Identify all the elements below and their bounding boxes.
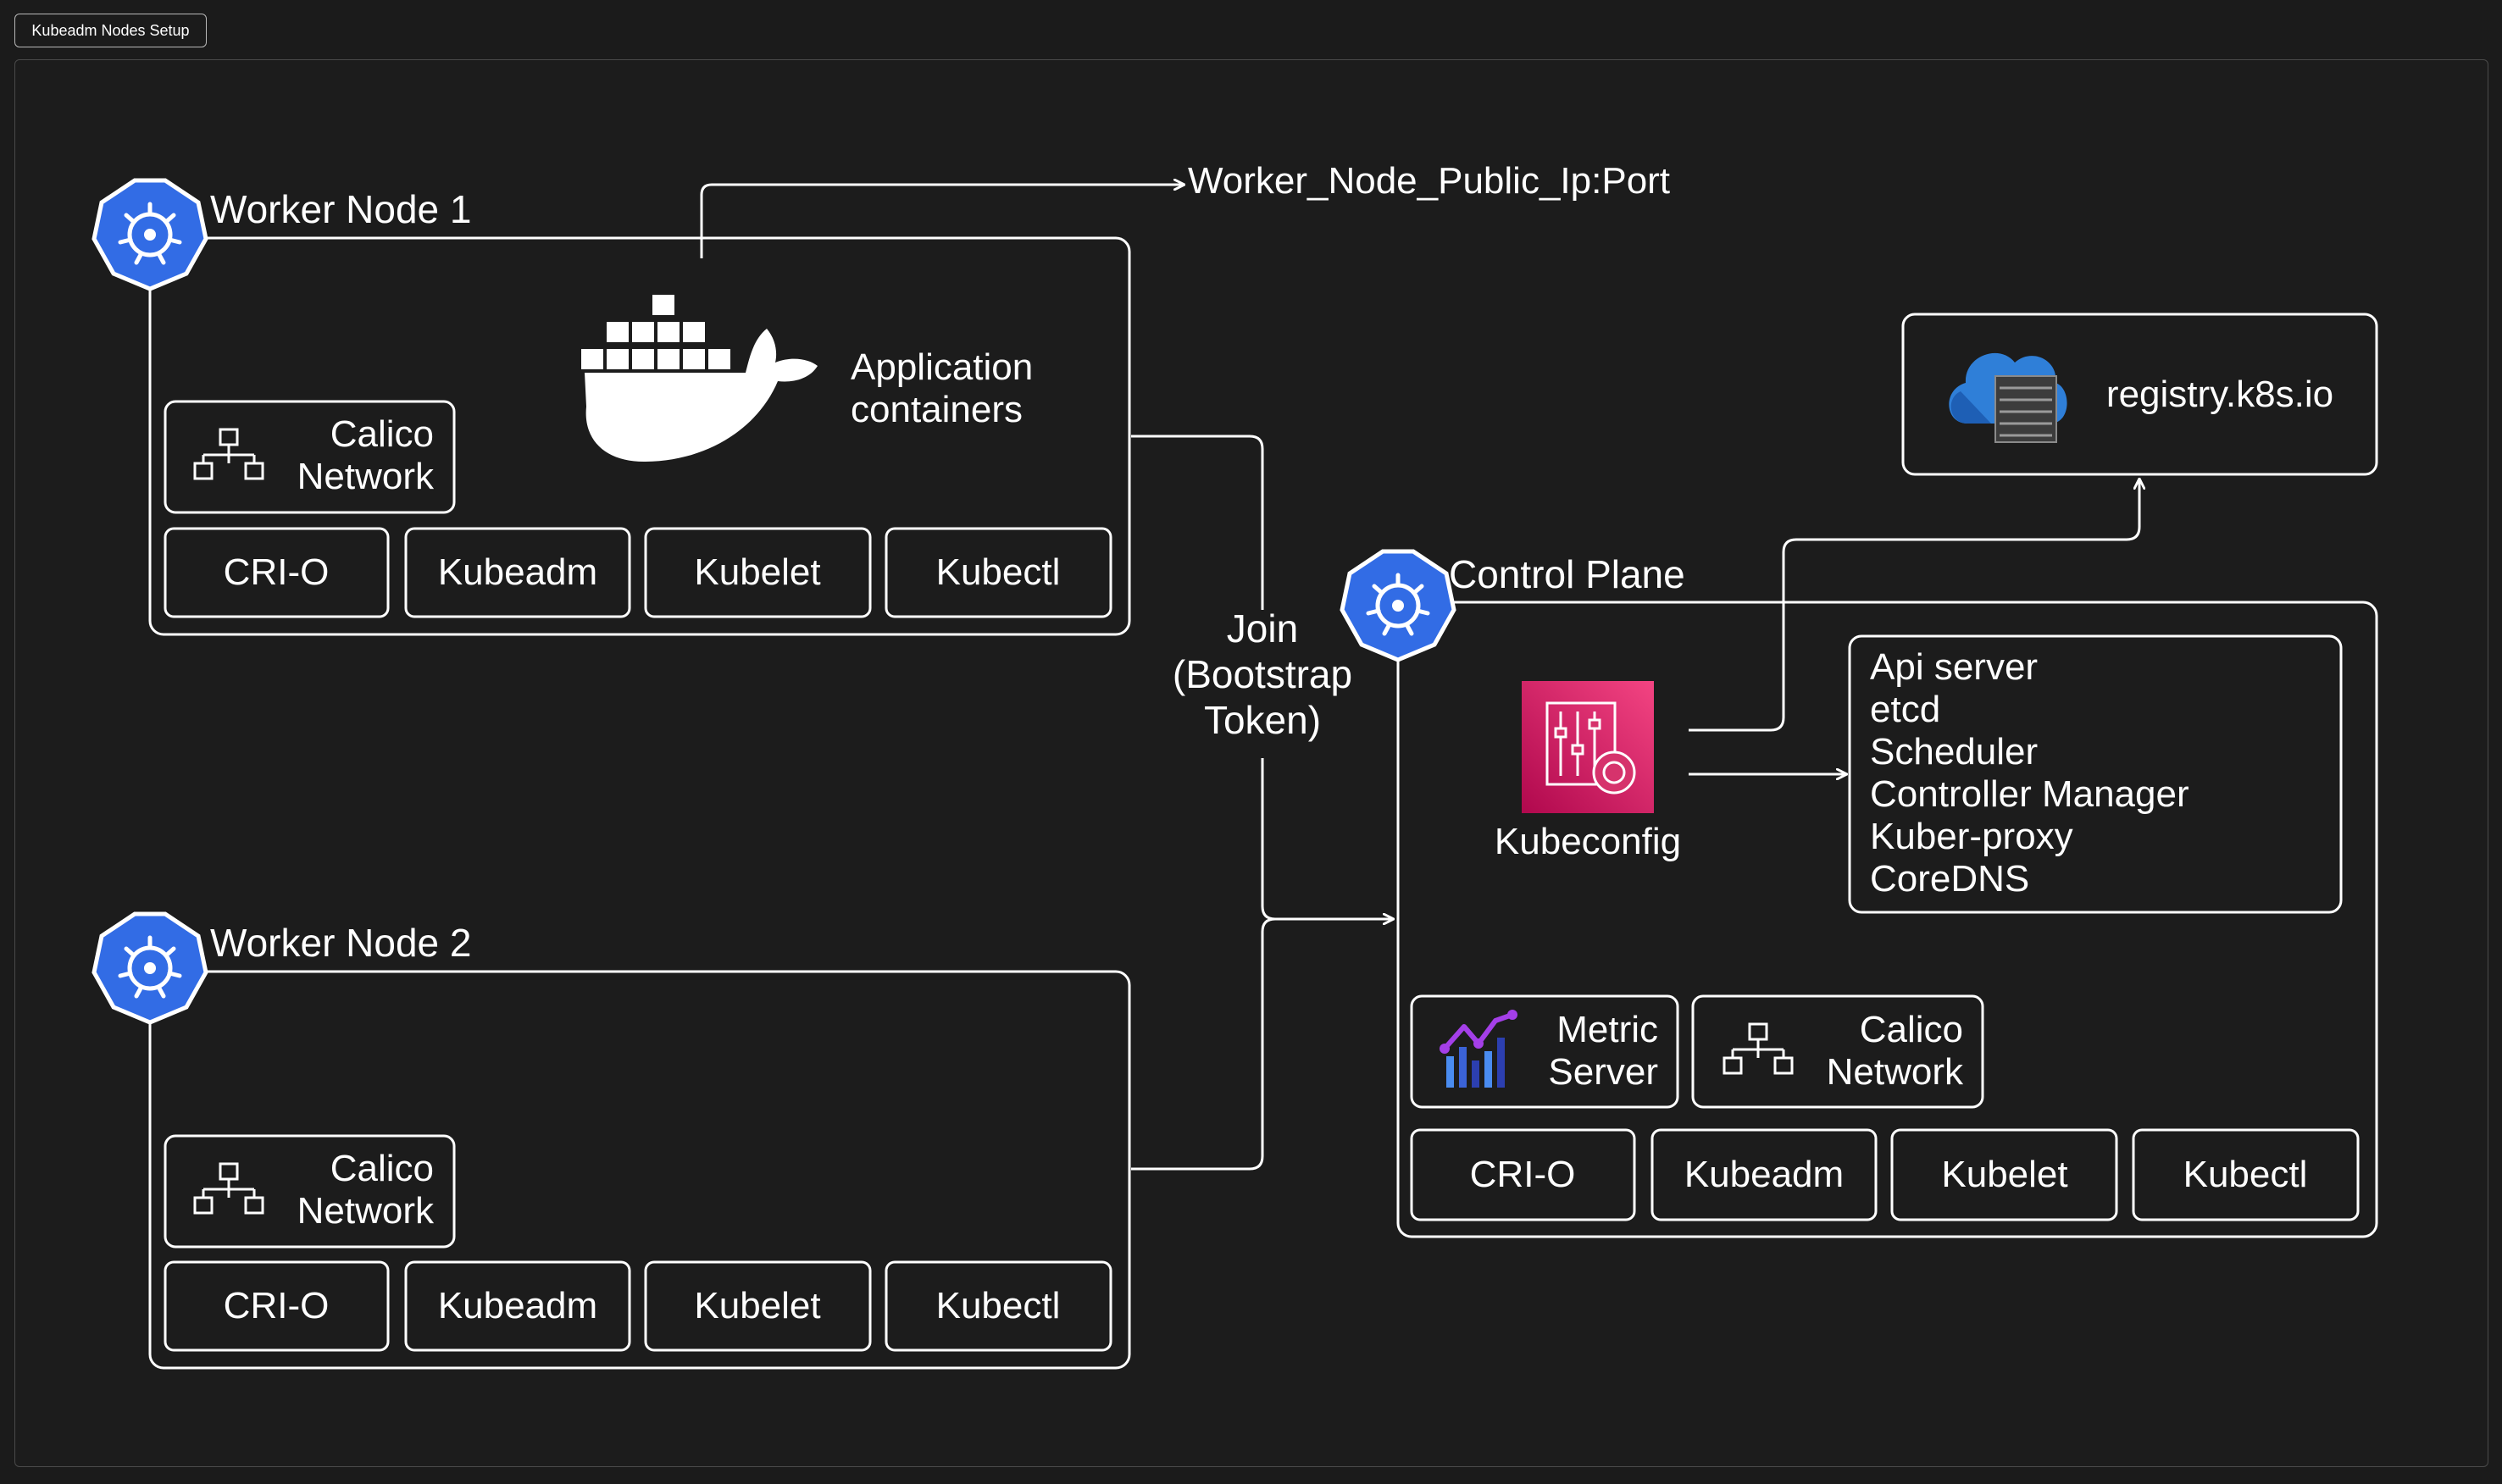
core-component-item: Scheduler: [1870, 731, 2038, 772]
component-label: Kubectl: [936, 551, 1061, 593]
worker-node-1: Worker Node 1 Application containers Cal…: [94, 180, 1131, 636]
core-component-item: CoreDNS: [1870, 858, 2029, 900]
kubeconfig-registry-arrow: [1689, 479, 2139, 732]
worker-node-2-box: [148, 970, 1131, 1370]
frame-title[interactable]: Kubeadm Nodes Setup: [14, 14, 207, 47]
join-label-line2: (Bootstrap: [1173, 652, 1352, 696]
calico-network-box: Calico Network: [164, 1134, 456, 1249]
worker-node-2: Worker Node 2 Calico Network CRI-O Kubea…: [94, 914, 1131, 1370]
calico-label-line1: Calico: [330, 1148, 434, 1189]
control-plane-box: [1396, 601, 2378, 1238]
component-box-kubeadm: [1650, 1128, 1878, 1221]
calico-network-box: Calico Network: [1691, 994, 1984, 1109]
worker-node-1-title: Worker Node 1: [210, 187, 472, 231]
component-label: Kubeadm: [1684, 1154, 1844, 1195]
core-component-item: Kuber-proxy: [1870, 816, 2073, 857]
calico-label-line1: Calico: [330, 413, 434, 455]
network-hierarchy-icon: [193, 428, 264, 480]
calico-label-line1: Calico: [1860, 1009, 1963, 1050]
component-label: Kubeadm: [438, 551, 597, 593]
join-arrow-to-control-plane: [1261, 758, 1394, 919]
registry-label: registry.k8s.io: [2106, 374, 2333, 415]
component-box-kubectl: [885, 1260, 1112, 1352]
calico-label-line2: Network: [1827, 1051, 1964, 1093]
core-components-box: [1848, 634, 2343, 914]
network-hierarchy-icon: [193, 1162, 264, 1215]
worker-node-1-box: [148, 236, 1131, 636]
metric-label-line2: Server: [1548, 1051, 1658, 1093]
component-box-kubectl: [2132, 1128, 2360, 1221]
kubeconfig-label: Kubeconfig: [1495, 821, 1681, 862]
metrics-chart-icon: [1440, 1010, 1517, 1088]
kubernetes-icon: [94, 180, 206, 289]
component-box-kubelet: [644, 527, 872, 618]
control-plane-title: Control Plane: [1449, 552, 1685, 596]
component-box-crio: [1410, 1128, 1636, 1221]
component-label: CRI-O: [224, 1285, 330, 1326]
join-connector-worker2: [1131, 917, 1276, 1171]
network-hierarchy-icon: [1723, 1022, 1794, 1075]
component-box-crio: [164, 527, 390, 618]
component-label: Kubelet: [694, 551, 820, 593]
kubeconfig-settings-icon: [1522, 681, 1654, 813]
cloud-registry-icon: [1949, 352, 2067, 443]
component-label: CRI-O: [224, 551, 330, 593]
public-endpoint-label: Worker_Node_Public_Ip:Port: [1188, 160, 1670, 202]
core-component-item: Api server: [1870, 646, 2038, 688]
kubernetes-icon: [1342, 551, 1454, 660]
component-box-kubelet: [644, 1260, 872, 1352]
join-connector-worker1: [1131, 435, 1264, 610]
component-box-kubeadm: [404, 1260, 631, 1352]
component-box-kubectl: [885, 527, 1112, 618]
join-label-line3: Token): [1204, 698, 1321, 742]
component-label: Kubelet: [694, 1285, 820, 1326]
docker-whale-icon: [581, 295, 818, 462]
component-label: Kubeadm: [438, 1285, 597, 1326]
metric-label-line1: Metric: [1556, 1009, 1658, 1050]
core-component-item: etcd: [1870, 689, 1940, 730]
docker-label-line1: Application: [851, 346, 1033, 388]
core-component-item: Controller Manager: [1870, 773, 2189, 815]
diagram-frame: [14, 59, 2488, 1467]
calico-label-line2: Network: [297, 1190, 435, 1232]
component-label: Kubelet: [1941, 1154, 2067, 1195]
component-box-kubeadm: [404, 527, 631, 618]
calico-network-box: Calico Network: [164, 400, 456, 514]
control-plane: Control Plane Kubeconfig: [1342, 551, 2378, 1238]
kubernetes-icon: [94, 914, 206, 1022]
metric-server-box: [1410, 994, 1679, 1109]
join-label-line1: Join: [1227, 606, 1298, 651]
docker-label-line2: containers: [851, 389, 1023, 430]
public-endpoint-arrow: [700, 185, 1184, 258]
component-label: Kubectl: [2183, 1154, 2308, 1195]
calico-label-line2: Network: [297, 456, 435, 497]
component-box-kubelet: [1890, 1128, 2118, 1221]
component-label: Kubectl: [936, 1285, 1061, 1326]
worker-node-2-title: Worker Node 2: [210, 921, 472, 965]
component-box-crio: [164, 1260, 390, 1352]
component-label: CRI-O: [1470, 1154, 1576, 1195]
registry-box: registry.k8s.io: [1901, 313, 2378, 476]
